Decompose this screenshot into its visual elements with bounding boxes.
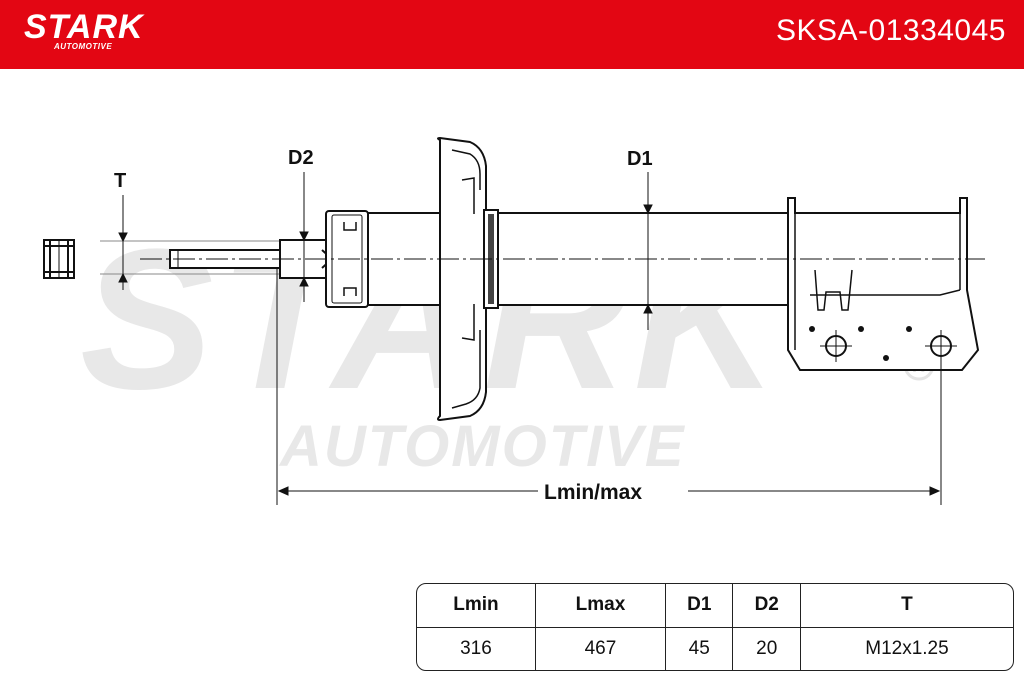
logo-brand: STARK [24,8,144,46]
label-d1: D1 [627,148,653,170]
value-t: M12x1.25 [865,637,949,659]
value-lmax: 467 [535,627,667,670]
header-d2: D2 [732,584,801,628]
logo-subtitle: AUTOMOTIVE [54,42,113,51]
spec-table: Lmin Lmax D1 D2 T 316 467 45 20 M12x1.25 [416,583,1014,671]
value-d1: 45 [665,627,734,670]
header-t: T [800,584,1013,628]
spec-table-values: 316 467 45 20 M12x1.25 [417,627,1013,670]
stark-logo: STARK AUTOMOTIVE [24,10,144,51]
lower-bracket [787,197,980,371]
watermark-sub: AUTOMOTIVE [278,414,686,479]
bracket-holes [809,326,912,361]
header-bar: STARK AUTOMOTIVE SKSA-01334045 [0,0,1024,69]
value-lmin: 316 [417,627,536,670]
header-lmax: Lmax [535,584,667,628]
d1-dimension [643,172,653,330]
shock-absorber-drawing: STARK AUTOMOTIVE R T D2 [43,136,985,505]
t-dimension [100,195,280,290]
label-length: Lmin/max [544,481,642,504]
spec-table-header: Lmin Lmax D1 D2 T [417,584,1013,628]
nut-part [43,239,75,279]
d2-dimension [299,172,309,302]
header-lmin: Lmin [417,584,536,628]
label-t: T [114,170,126,192]
label-d2: D2 [288,147,314,169]
header-d1: D1 [665,584,734,628]
length-dimension [276,268,942,505]
value-d2: 20 [732,627,801,670]
part-number: SKSA-01334045 [775,14,1006,47]
